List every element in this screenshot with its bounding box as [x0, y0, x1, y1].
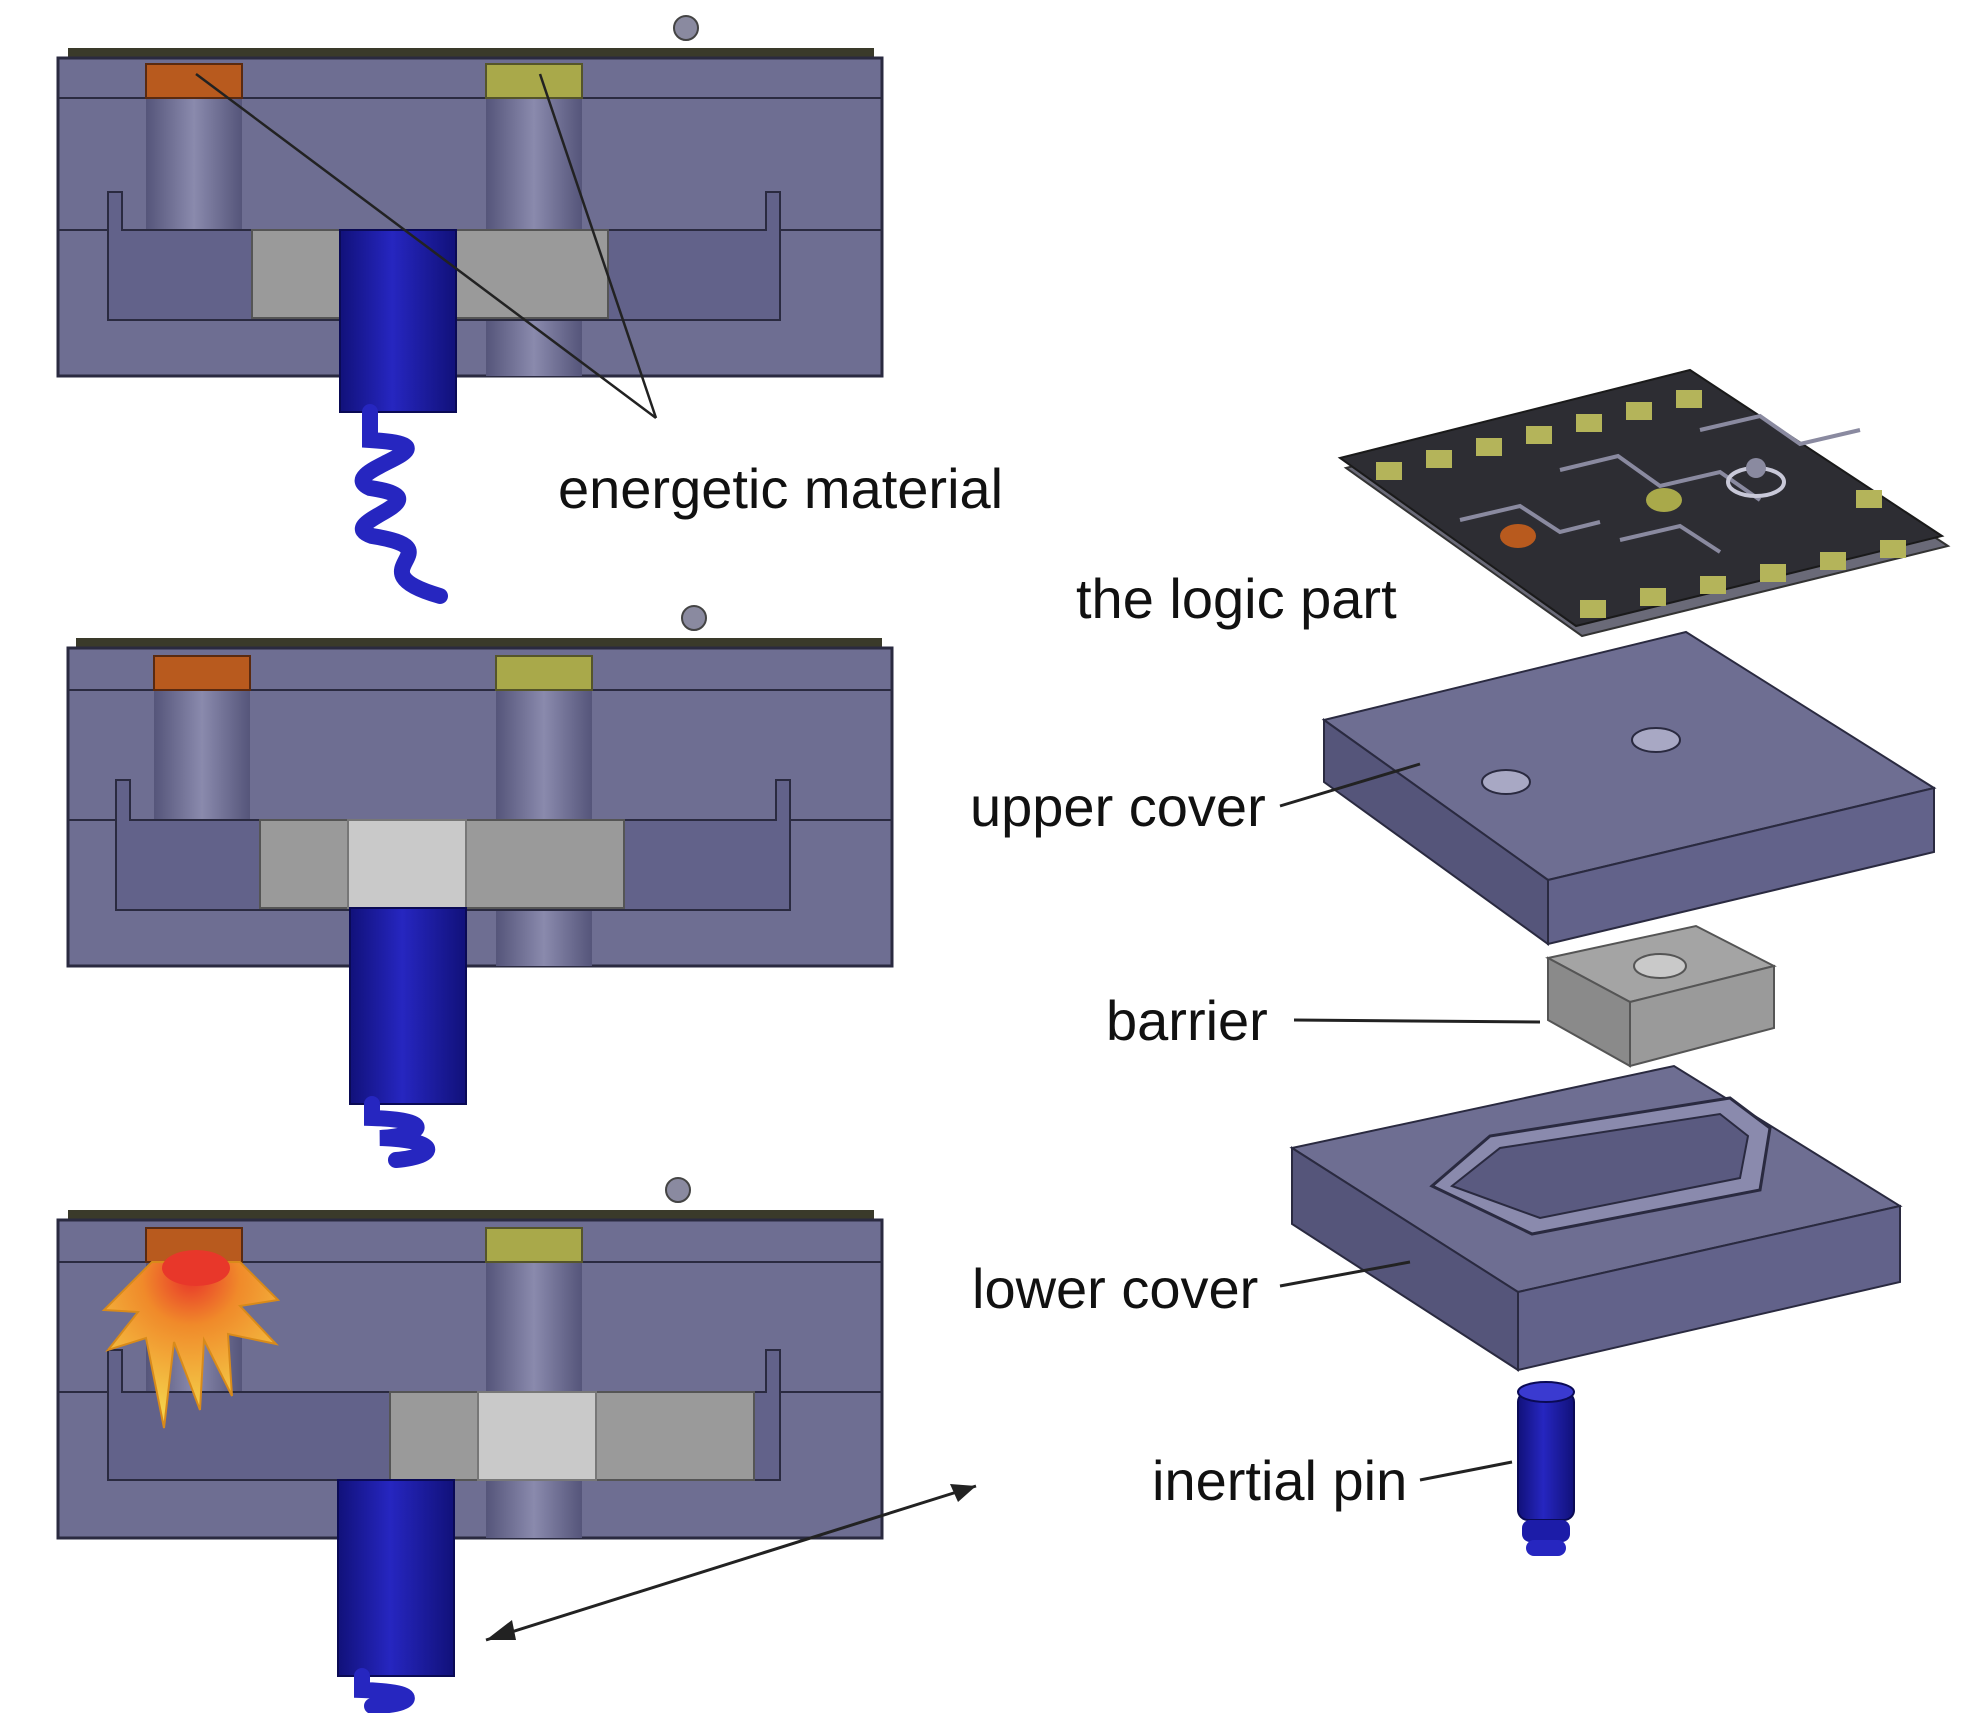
inertial-pin-spring	[354, 404, 448, 604]
logic-part-board	[1337, 368, 1951, 638]
bore-right	[496, 690, 592, 820]
contact-ball	[673, 15, 699, 41]
bore-right-lower	[486, 312, 582, 376]
explosive-left	[153, 655, 251, 691]
explosive-right	[485, 63, 583, 99]
inertial-pin-body	[337, 1479, 455, 1677]
bore-right-lower	[496, 906, 592, 966]
board-explosive-orange	[1500, 524, 1536, 548]
inertial-pin-leader	[1419, 1460, 1513, 1482]
inertial-pin-exploded	[1517, 1381, 1575, 1556]
upper-cover-leader	[1279, 762, 1421, 808]
cross-section-stage-2	[66, 605, 894, 1168]
flame-core	[162, 1250, 230, 1286]
explosive-right	[485, 1227, 583, 1263]
flame-burst-icon	[101, 1261, 281, 1429]
board-explosive-olive	[1646, 488, 1682, 512]
explosive-right	[495, 655, 593, 691]
bore-right	[486, 1262, 582, 1392]
barrier-hole	[347, 819, 467, 909]
logic-part-label: the logic part	[1076, 567, 1397, 630]
barrier-label: barrier	[1106, 989, 1268, 1052]
board-pads	[1376, 390, 1906, 618]
lower-cover-leader	[1279, 1260, 1411, 1288]
bore-left	[146, 98, 242, 230]
bore-right	[486, 98, 582, 230]
barrier-hole	[1633, 953, 1687, 979]
inertial-pin-tip	[364, 1096, 436, 1168]
bore-right-lower	[486, 1478, 582, 1538]
inertial-pin-body	[339, 229, 457, 413]
barrier-block	[1545, 924, 1777, 1068]
contact-ball	[665, 1177, 691, 1203]
inertial-pin-tip	[354, 1668, 415, 1713]
cross-section-stage-3	[56, 1177, 884, 1713]
explosive-left	[145, 63, 243, 99]
bore-left	[154, 690, 250, 820]
barrier-hole	[477, 1391, 597, 1481]
upper-cover-label: upper cover	[970, 775, 1266, 838]
energetic-material-leaders	[195, 72, 658, 420]
upper-cover-plate	[1321, 630, 1937, 946]
board-ball-head	[1746, 458, 1766, 478]
cover-hole-right	[1631, 727, 1681, 753]
lower-cover-plate	[1289, 1064, 1903, 1372]
barrier-leader	[1293, 1018, 1541, 1024]
lower-cover-label: lower cover	[972, 1257, 1258, 1320]
contact-ball	[681, 605, 707, 631]
inertial-pin-label: inertial pin	[1152, 1449, 1407, 1512]
motion-arrow	[485, 1484, 977, 1642]
energetic-material-label: energetic material	[558, 457, 1003, 520]
inertial-pin-body	[349, 907, 467, 1105]
cover-hole-left	[1481, 769, 1531, 795]
